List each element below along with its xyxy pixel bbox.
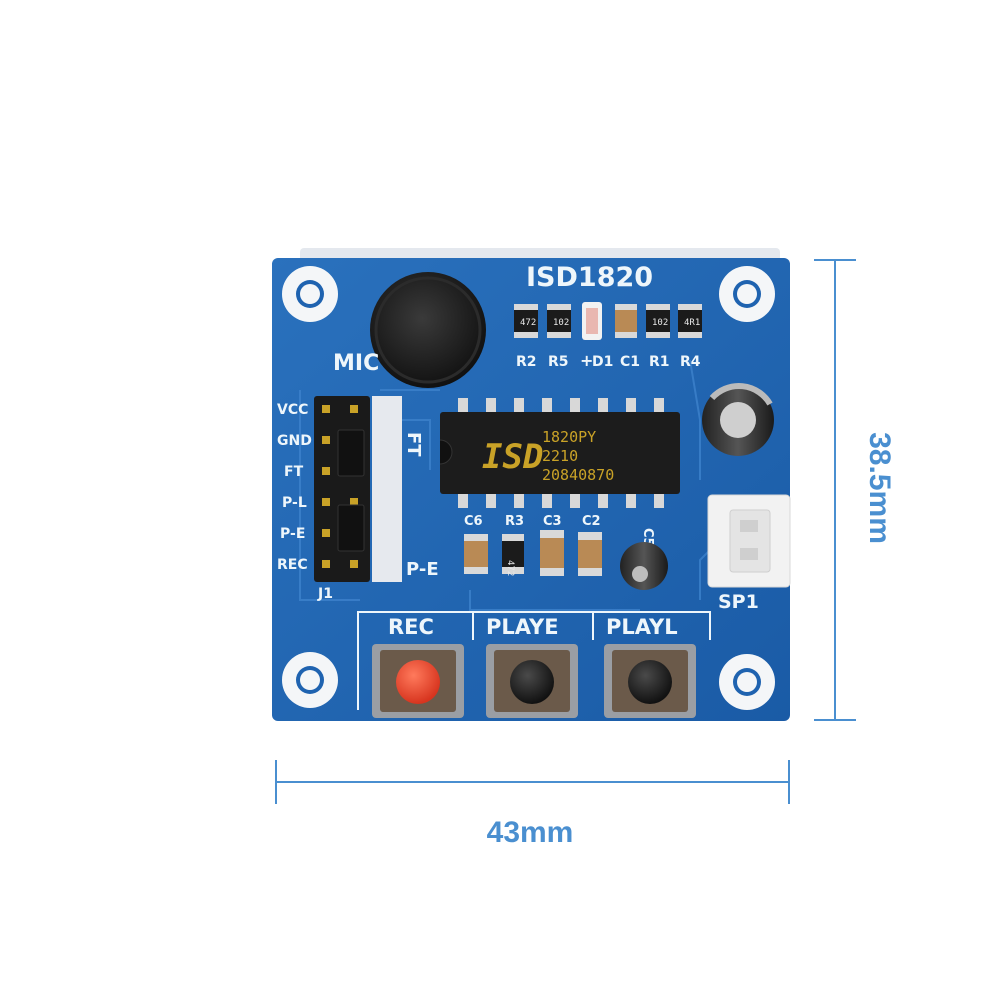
label-d1: D1 [592, 354, 613, 370]
electrolytic-capacitor-large [702, 383, 774, 456]
resistor-code-r2: 472 [520, 318, 536, 328]
resistor-codes: 472 102 102 4R1 [520, 318, 700, 328]
mic-label: MIC [333, 351, 379, 376]
dimension-height: 38.5mm [863, 432, 896, 544]
lower-component-labels: C6 R3 C3 C2 C5 [464, 514, 655, 547]
component-labels: R2 R5 + D1 C1 R1 R4 [516, 351, 701, 370]
resistor-code-r4: 4R1 [684, 318, 700, 328]
label-c2: C2 [582, 514, 601, 529]
isd-chip [439, 398, 680, 508]
label-c1: C1 [620, 354, 640, 370]
chip-line1: 1820PY [542, 428, 596, 446]
label-c3: C3 [543, 514, 562, 529]
jumper-label-pe: P-E [406, 559, 439, 580]
resistor-code-r5: 102 [553, 318, 569, 328]
dimension-lines [275, 259, 856, 804]
button-label-rec: REC [388, 615, 434, 639]
lower-smd-components [464, 530, 602, 576]
board-title: ISD1820 [526, 262, 653, 293]
speaker-connector [707, 494, 791, 588]
button-playe [486, 644, 578, 718]
button-area-outline [357, 611, 711, 710]
chip-logo: ISD [482, 437, 543, 477]
pin-header [314, 396, 402, 582]
pin-label-ft: FT [284, 464, 304, 480]
pin-labels: VCC GND FT P-L P-E REC [277, 402, 312, 573]
pin-label-pe: P-E [280, 526, 305, 542]
button-labels: REC PLAYE PLAYL [388, 615, 678, 639]
label-r1: R1 [649, 354, 670, 370]
chip-line2: 2210 [542, 447, 578, 465]
pin-label-gnd: GND [277, 433, 312, 449]
mounting-holes [282, 266, 775, 710]
electrolytic-capacitor-small [620, 542, 668, 590]
jumper-label-ft: FT [403, 432, 424, 457]
header-label: J1 [317, 586, 333, 602]
label-r3: R3 [505, 514, 524, 529]
speaker-label: SP1 [718, 591, 759, 613]
resistor-code-r1: 102 [652, 318, 668, 328]
label-r4: R4 [680, 354, 701, 370]
label-c6: C6 [464, 514, 483, 529]
chip-line3: 20840870 [542, 466, 614, 484]
jumper-labels: FT P-E [403, 432, 439, 580]
label-c5: C5 [640, 528, 655, 547]
plus-sign: + [580, 351, 593, 370]
label-r5: R5 [548, 354, 569, 370]
button-playl [604, 644, 696, 718]
label-r2: R2 [516, 354, 537, 370]
pin-label-pl: P-L [282, 495, 307, 511]
pin-label-rec: REC [277, 557, 308, 573]
dimension-width: 43mm [487, 816, 574, 849]
microphone [370, 272, 486, 388]
smd-row [514, 302, 702, 340]
button-label-playl: PLAYL [606, 615, 678, 639]
button-label-playe: PLAYE [486, 615, 559, 639]
lower-resistor-code: 472 [505, 560, 515, 576]
pin-label-vcc: VCC [277, 402, 308, 418]
button-rec [372, 644, 464, 718]
